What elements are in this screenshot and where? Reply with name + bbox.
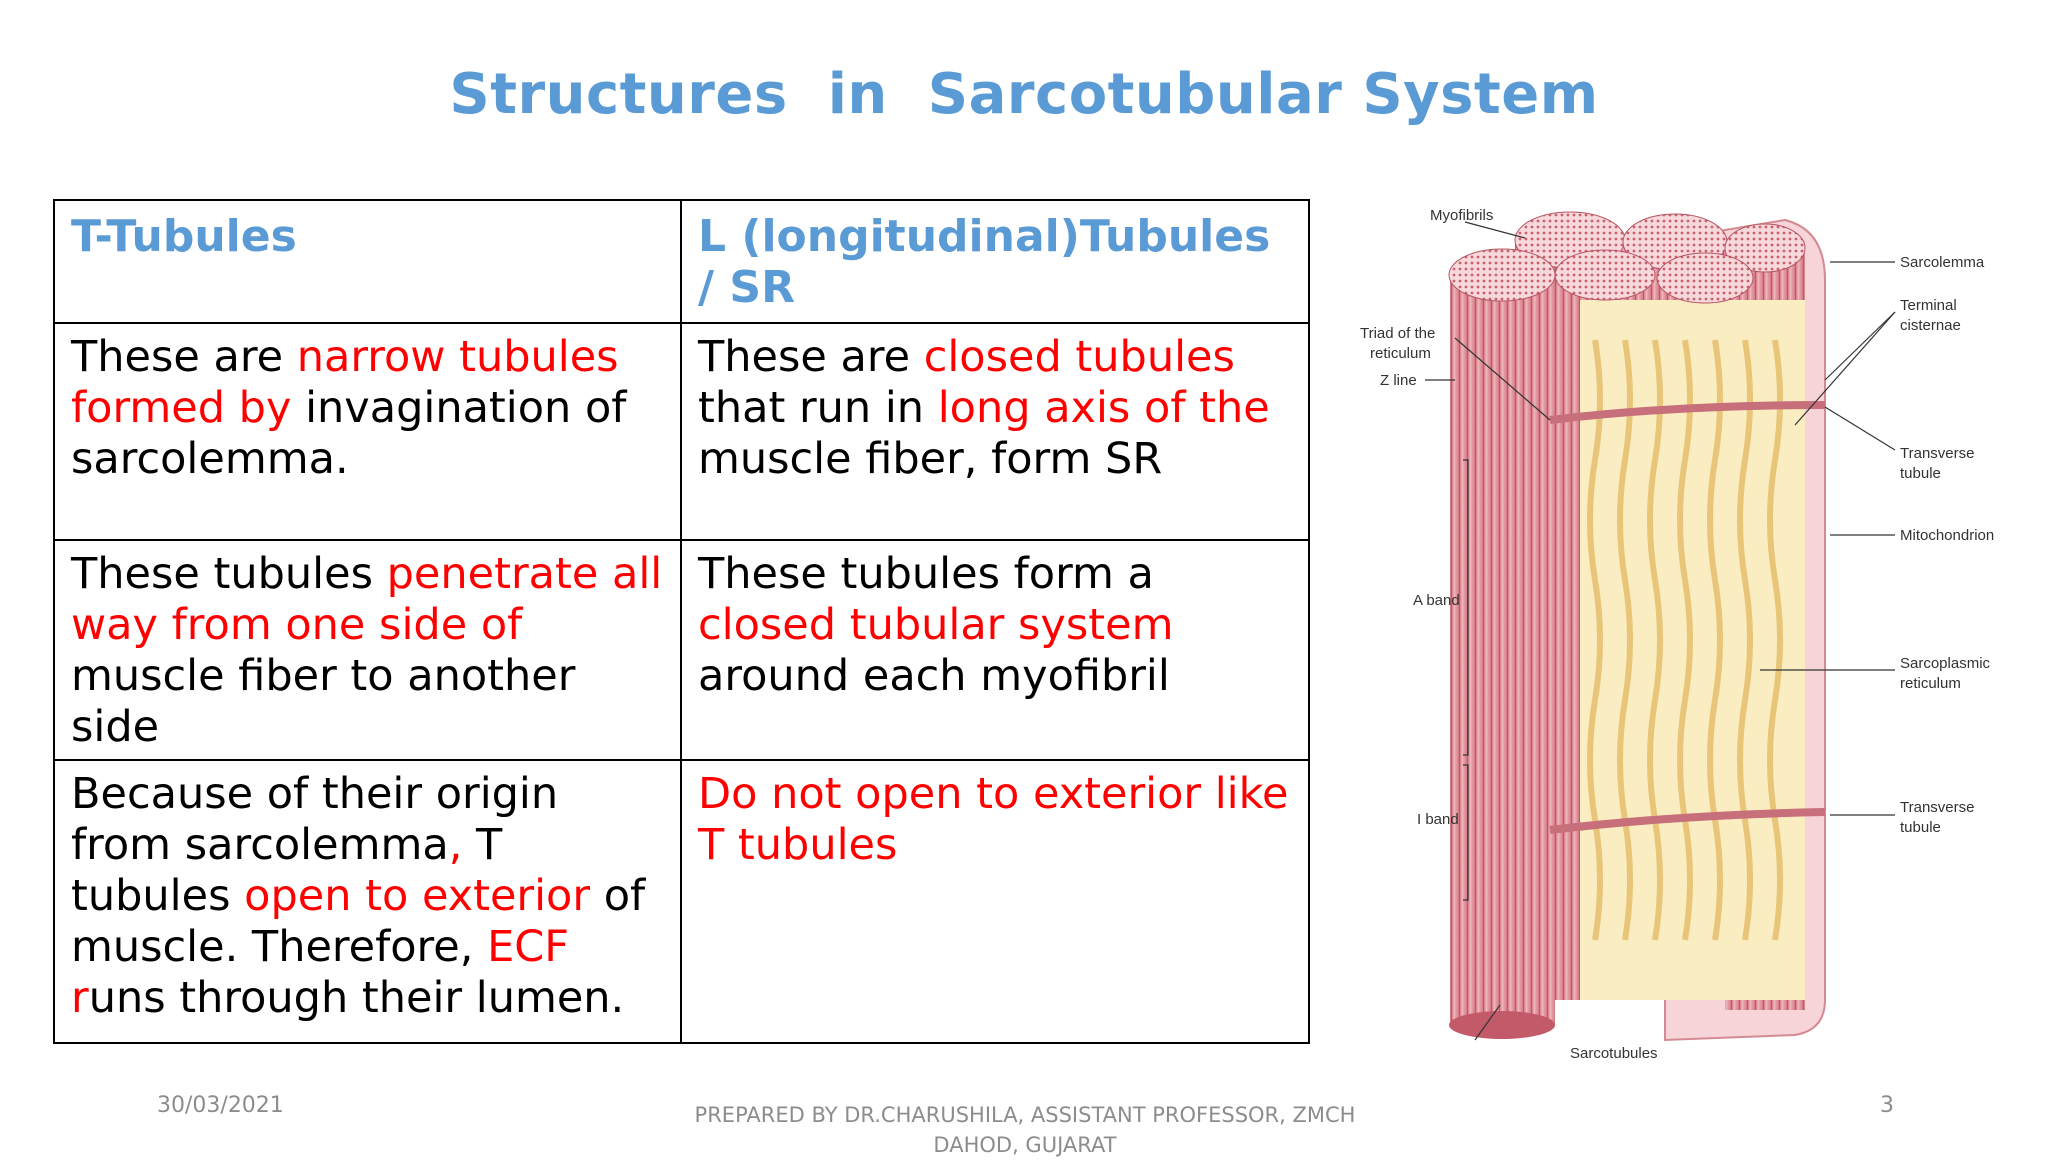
cell-text: of muscle. Therefore,: [71, 871, 646, 972]
table-cell: These tubules penetrate all way from one…: [53, 539, 682, 761]
cell-text: T tubules: [71, 820, 503, 921]
table-cell: Because of their origin from sarcolemma,…: [53, 759, 682, 1044]
header-t-tubules: T-Tubules: [53, 199, 682, 324]
footer-credit: PREPARED BY DR.CHARUSHILA, ASSISTANT PRO…: [640, 1100, 1410, 1160]
label-triad: Triad of the: [1360, 325, 1435, 342]
footer-credit-line: DAHOD, GUJARAT: [933, 1133, 1117, 1157]
table-row: These tubules penetrate all way from one…: [53, 539, 1310, 761]
myofibril-end: [1554, 249, 1656, 301]
highlight-text: narrow tubules formed by: [71, 332, 619, 433]
label-leader-lines: [1425, 221, 1896, 1041]
highlight-text: ECF r: [71, 922, 569, 1023]
label-i-band: I band: [1417, 811, 1459, 828]
cell-text: uns through their lumen.: [88, 973, 625, 1023]
footer-date: 30/03/2021: [157, 1093, 284, 1118]
table-row: These are narrow tubules formed by invag…: [53, 322, 1310, 541]
label-sarcotubules: Sarcotubules: [1570, 1045, 1658, 1060]
highlight-text: long axis of the: [937, 383, 1270, 433]
cell-text: muscle fiber, form SR: [698, 434, 1163, 484]
table-cell: These are closed tubules that run in lon…: [680, 322, 1310, 541]
highlight-text: closed tubular system: [698, 600, 1174, 650]
transverse-tubule-shape: [1549, 401, 1826, 424]
slide-title: Structures in Sarcotubular System: [449, 62, 1599, 127]
highlight-text: penetrate all way from one side of: [71, 549, 663, 650]
myofibril-end: [1656, 252, 1754, 304]
cell-text: These tubules: [71, 549, 387, 599]
label-terminal: Terminal: [1900, 297, 1957, 314]
myofibril-end: [1449, 1011, 1555, 1039]
footer-credit-line: PREPARED BY DR.CHARUSHILA, ASSISTANT PRO…: [694, 1103, 1356, 1127]
page-number: 3: [1880, 1093, 1894, 1118]
table-row: Because of their origin from sarcolemma,…: [53, 759, 1310, 1044]
highlight-text: Do not open to exterior like T tubules: [698, 769, 1289, 870]
transverse-tubule-shape: [1549, 808, 1826, 834]
myofibril-end: [1448, 248, 1556, 302]
table-header-row: T-Tubules L (longitudinal)Tubules / SR: [53, 199, 1310, 324]
sarcotubular-system-diagram: Myofibrils Sarcolemma Terminal cisternae…: [1360, 207, 1994, 1060]
highlight-text: open to exterior: [244, 871, 591, 921]
label-myofibrils: Myofibrils: [1430, 207, 1493, 224]
label-tubule: tubule: [1900, 465, 1941, 482]
label-mitochondrion: Mitochondrion: [1900, 527, 1994, 544]
cell-text: These are: [698, 332, 924, 382]
myofibril-end: [1724, 223, 1806, 273]
header-l-tubules: L (longitudinal)Tubules / SR: [680, 199, 1310, 324]
cell-text: invagination of sarcolemma.: [71, 383, 627, 484]
myofibril-shape: [1450, 275, 1555, 1025]
label-sr-reticulum: reticulum: [1900, 675, 1961, 692]
label-sarcolemma: Sarcolemma: [1900, 254, 1985, 271]
table-cell: These tubules form a closed tubular syst…: [680, 539, 1310, 761]
cell-text: that run in: [698, 383, 938, 433]
cell-text: These tubules form a: [698, 549, 1154, 599]
highlight-text: ,: [448, 820, 477, 870]
table-cell: These are narrow tubules formed by invag…: [53, 322, 682, 541]
label-z-line: Z line: [1380, 372, 1417, 389]
label-a-band: A band: [1413, 592, 1460, 609]
label-tubule-lower: tubule: [1900, 819, 1941, 836]
label-sarcoplasmic: Sarcoplasmic: [1900, 655, 1991, 672]
cell-text: These are: [71, 332, 297, 382]
label-cisternae: cisternae: [1900, 317, 1961, 334]
cell-text: Because of their origin from sarcolemma: [71, 769, 559, 870]
cell-text: muscle fiber to another side: [71, 651, 576, 752]
label-transverse-lower: Transverse: [1900, 799, 1974, 816]
label-reticulum: reticulum: [1370, 345, 1431, 362]
comparison-table: T-Tubules L (longitudinal)Tubules / SR T…: [53, 199, 1310, 1044]
cell-text: around each myofibril: [698, 651, 1170, 701]
label-transverse: Transverse: [1900, 445, 1974, 462]
sr-network: [1587, 339, 1783, 941]
highlight-text: closed tubules: [923, 332, 1235, 382]
table-cell: Do not open to exterior like T tubules: [680, 759, 1310, 1044]
